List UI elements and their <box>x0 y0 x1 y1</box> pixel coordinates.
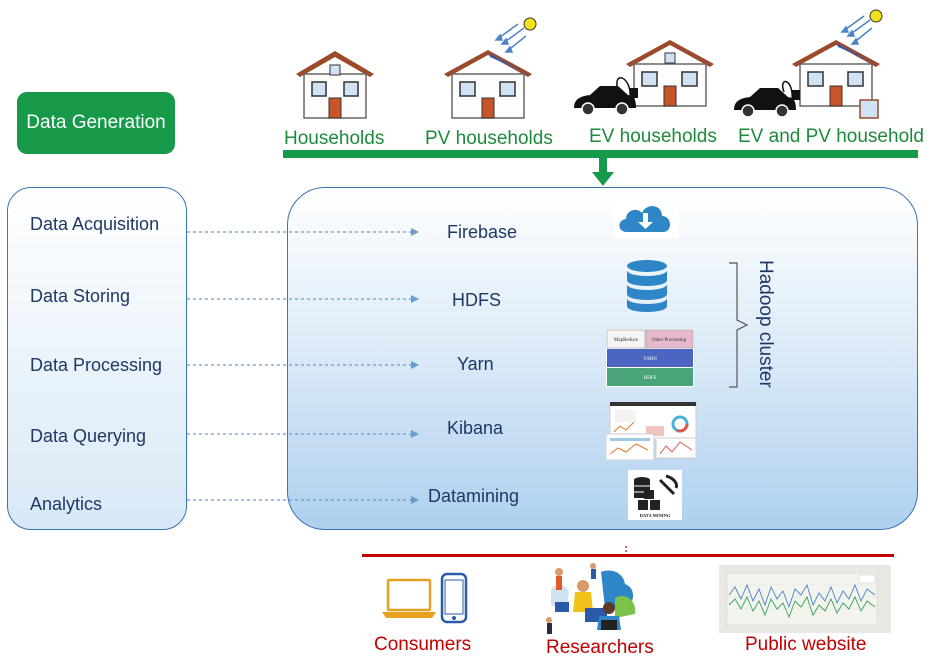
stage-data-processing: Data Processing <box>30 355 163 375</box>
output-bracket <box>362 546 894 557</box>
pipeline-panel <box>287 187 918 530</box>
ev-pv-household-icon <box>734 9 883 119</box>
pv-household-icon <box>444 17 537 119</box>
yarn-yarn-text: YARN <box>643 357 657 362</box>
public-website-label: Public website <box>745 634 867 655</box>
tech-datamining: Datamining <box>428 486 520 506</box>
phone-icon <box>440 572 468 624</box>
stages-panel <box>7 187 187 530</box>
ev-pv-household-label: EV and PV household <box>738 126 924 147</box>
data-mining-icon: DATA MINING <box>628 470 682 520</box>
stage-data-acquisition: Data Acquisition <box>30 214 160 234</box>
hadoop-cluster-text: Hadoop cluster <box>755 260 776 388</box>
down-arrow-icon <box>592 156 614 186</box>
stage-data-storing: Data Storing <box>30 286 131 306</box>
cloud-download-icon <box>613 198 679 238</box>
data-generation-box: Data Generation <box>17 92 175 154</box>
tech-kibana: Kibana <box>447 418 504 438</box>
yarn-stack-icon: MapReduce Other Processing YARN HDFS <box>606 329 694 387</box>
public-website-thumbnail <box>719 565 891 633</box>
tech-yarn: Yarn <box>457 354 494 374</box>
household-icon <box>296 51 374 119</box>
researchers-illustration <box>546 563 636 634</box>
pv-household-label: PV households <box>425 128 553 149</box>
generation-bar <box>283 150 918 158</box>
stage-data-querying: Data Querying <box>30 426 147 446</box>
connector-arrows <box>187 228 419 504</box>
yarn-hdfs-text: HDFS <box>644 376 657 381</box>
data-mining-caption: DATA MINING <box>640 513 671 518</box>
consumers-label: Consumers <box>374 634 472 655</box>
laptop-icon <box>382 578 436 618</box>
stage-analytics: Analytics <box>30 494 103 514</box>
yarn-mapreduce-text: MapReduce <box>614 338 639 343</box>
tech-firebase: Firebase <box>447 222 518 242</box>
hadoop-cluster-label: Hadoop cluster <box>752 258 782 398</box>
data-generation-label: Data Generation <box>26 112 166 133</box>
database-icon <box>627 260 667 312</box>
household-label: Households <box>284 128 385 149</box>
tech-hdfs: HDFS <box>452 290 501 310</box>
researchers-label: Researchers <box>546 637 654 658</box>
hadoop-bracket <box>729 262 749 388</box>
yarn-other-text: Other Processing <box>652 338 687 343</box>
ev-household-icon <box>574 40 714 116</box>
ev-household-label: EV households <box>589 126 717 147</box>
kibana-dashboard-icon <box>606 402 697 460</box>
